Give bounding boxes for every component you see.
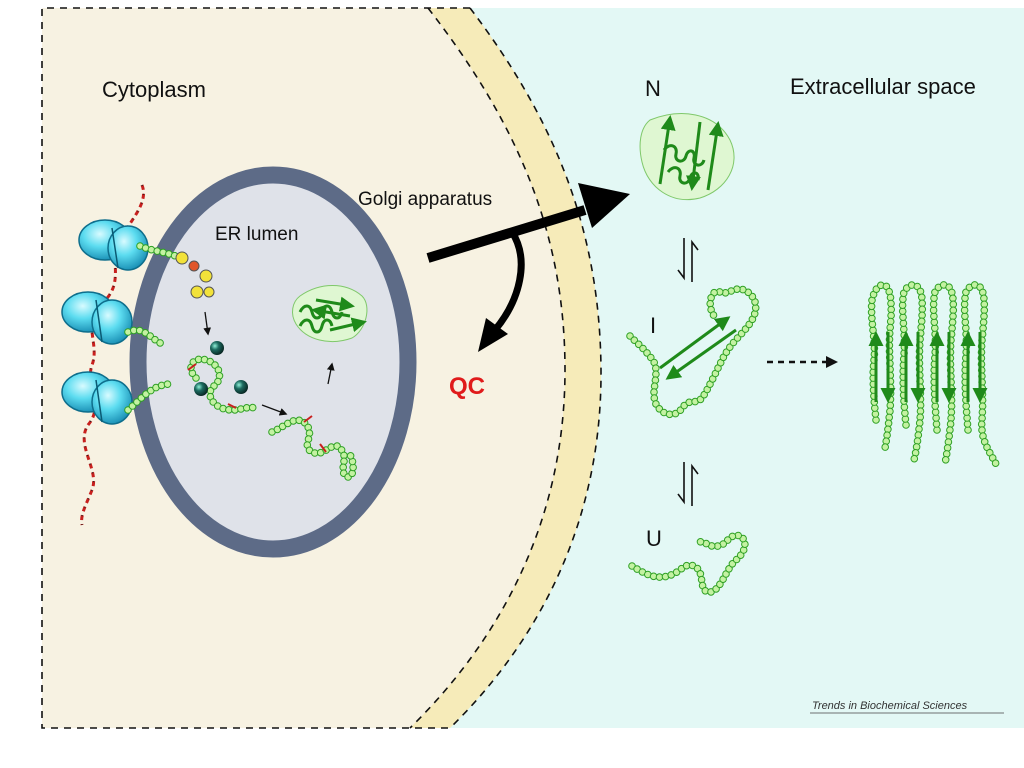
chaperone-molecules xyxy=(194,341,248,396)
amino-acid-bead xyxy=(910,454,919,463)
label-intermediate-state: I xyxy=(650,313,656,338)
folded-protein-er xyxy=(292,285,368,342)
amino-acid-bead xyxy=(346,452,355,460)
label-unfolded-state: U xyxy=(646,526,662,551)
amino-acid-bead xyxy=(696,538,705,546)
secretion-arrow xyxy=(426,183,630,263)
amino-acid-bead xyxy=(978,426,986,434)
aggregation-arrow xyxy=(767,356,838,368)
equilibrium-arrows-i-u xyxy=(677,462,699,506)
folding-step-arrow xyxy=(261,404,288,416)
amyloid-strands xyxy=(868,331,988,403)
cell-boundary xyxy=(41,7,470,729)
glycan-beads xyxy=(175,251,215,299)
amino-acid-bead xyxy=(156,339,164,347)
label-golgi-apparatus: Golgi apparatus xyxy=(358,189,492,210)
label-er-lumen: ER lumen xyxy=(215,224,298,245)
amino-acid-bead xyxy=(163,380,172,389)
intermediate-strands xyxy=(659,316,737,380)
polypeptide-chains xyxy=(124,242,1000,596)
amino-acid-bead xyxy=(941,456,950,464)
native-protein xyxy=(639,113,735,200)
amino-acid-bead xyxy=(248,403,257,412)
ribosome xyxy=(61,371,133,425)
label-extracellular-space: Extracellular space xyxy=(790,74,976,99)
credit-text: Trends in Biochemical Sciences xyxy=(812,700,968,712)
label-qc: QC xyxy=(449,373,485,400)
amino-acid-bead xyxy=(881,443,890,451)
qc-return-arrow xyxy=(478,230,525,352)
amino-acid-bead xyxy=(991,459,1000,468)
ribosome xyxy=(78,219,149,271)
disulfide-bonds xyxy=(187,363,327,453)
label-native-state: N xyxy=(645,76,661,101)
folding-step-arrow xyxy=(203,311,212,336)
label-cytoplasm: Cytoplasm xyxy=(102,77,206,102)
amino-acid-bead xyxy=(709,311,718,319)
equilibrium-arrows-n-i xyxy=(677,238,699,282)
ribosome xyxy=(61,291,133,345)
folding-step-arrow xyxy=(326,362,335,385)
